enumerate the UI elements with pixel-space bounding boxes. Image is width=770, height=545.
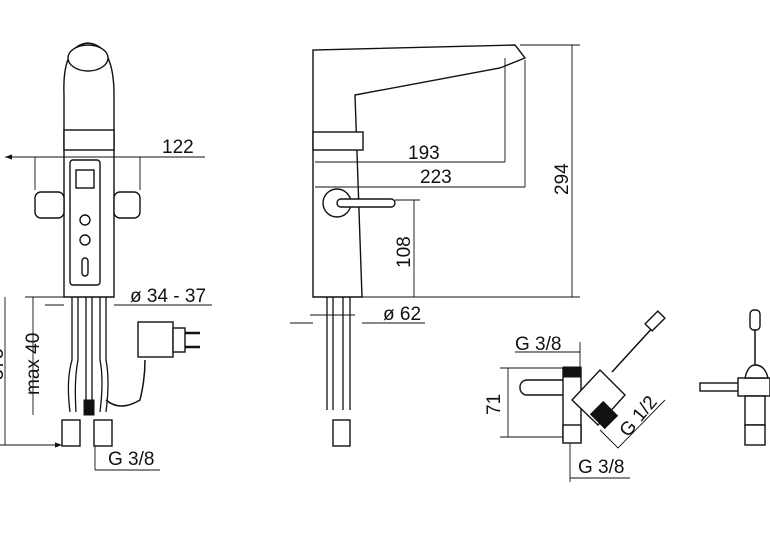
side-connector bbox=[332, 419, 351, 447]
plug-body bbox=[172, 327, 186, 353]
valve-cable bbox=[611, 324, 656, 373]
knob-right bbox=[113, 191, 141, 219]
side-plug bbox=[749, 309, 761, 331]
collar-ring bbox=[63, 129, 115, 151]
sensor-plug bbox=[83, 399, 95, 416]
dim-valve-connection: G 3/8 bbox=[578, 457, 624, 478]
valve-top-nut bbox=[562, 366, 582, 378]
aerator-top bbox=[67, 44, 109, 72]
outlet-fitting bbox=[589, 400, 619, 430]
side-bracket bbox=[699, 382, 741, 392]
side-valve-body bbox=[737, 377, 770, 397]
dim-side-height: 294 bbox=[552, 163, 573, 195]
dim-reach-2: 223 bbox=[420, 167, 452, 188]
solenoid-body bbox=[571, 368, 626, 427]
side-valve-lower bbox=[744, 395, 766, 426]
hoses bbox=[67, 297, 109, 413]
dim-thickness: max 40 bbox=[23, 333, 44, 395]
side-collar bbox=[312, 131, 364, 151]
sensor-icon bbox=[79, 234, 91, 246]
dim-valve-height: 71 bbox=[484, 394, 505, 415]
dim-width: 122 bbox=[162, 137, 194, 158]
button-icon bbox=[79, 214, 91, 226]
power-adapter bbox=[137, 321, 174, 358]
dim-outlet: G 1/2 bbox=[616, 392, 662, 441]
side-valve-nut bbox=[744, 424, 766, 446]
lever-handle bbox=[336, 198, 396, 208]
dim-inlet: G 3/8 bbox=[515, 334, 561, 355]
display-window bbox=[75, 169, 95, 189]
side-solenoid bbox=[744, 364, 769, 379]
dim-reach-1: 193 bbox=[408, 143, 440, 164]
valve-view: G 3/8 71 G 1/2 G 3/8 bbox=[484, 309, 770, 482]
dim-base: ø 62 bbox=[383, 304, 421, 325]
faucet-body-side bbox=[312, 44, 527, 298]
dim-height: 375 bbox=[0, 348, 8, 380]
dim-lever-height: 108 bbox=[394, 236, 415, 268]
front-view: 122 ø 34 - 37 max 40 375 G 3/8 bbox=[0, 42, 212, 471]
connector-left bbox=[61, 419, 81, 447]
side-hoses bbox=[326, 297, 351, 410]
knob-left bbox=[34, 191, 65, 219]
side-view: ø 62 193 223 108 294 bbox=[290, 44, 580, 447]
power-cable bbox=[105, 359, 146, 407]
slot bbox=[81, 257, 89, 277]
plug-pins bbox=[185, 331, 200, 349]
dim-connection: G 3/8 bbox=[108, 449, 154, 470]
dim-hole: ø 34 - 37 bbox=[130, 286, 206, 307]
connector-right bbox=[93, 419, 113, 447]
valve-bottom-nut bbox=[562, 424, 582, 444]
cable-plug bbox=[644, 310, 666, 332]
